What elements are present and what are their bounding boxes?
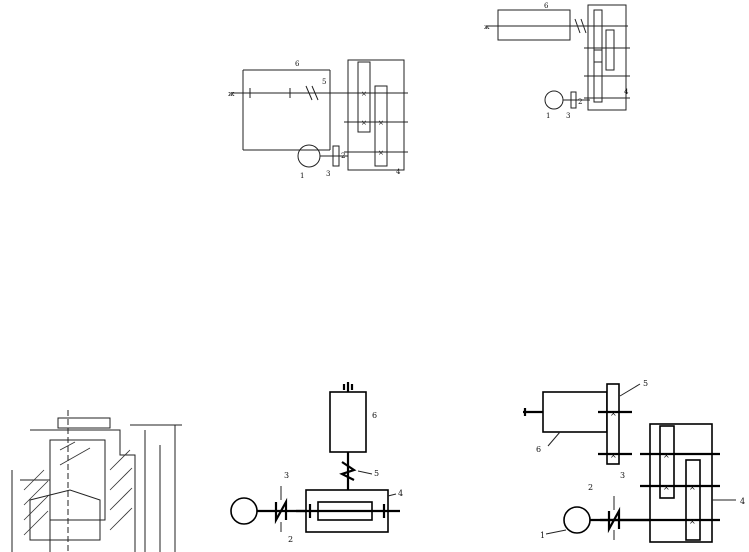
label-1: 1 — [300, 172, 304, 180]
gear-large-2 — [374, 85, 388, 167]
label-6: 6 — [372, 411, 377, 420]
housing-outline — [30, 429, 136, 552]
coupling-gear-5 — [606, 383, 620, 465]
machine-frame — [497, 9, 571, 41]
brake-2 — [607, 506, 621, 534]
top-bolt — [57, 417, 111, 429]
gear-1 — [593, 9, 603, 63]
gear-2 — [605, 29, 615, 71]
left-wall — [20, 479, 51, 552]
label-4: 4 — [740, 497, 745, 506]
label-4: 4 — [396, 168, 401, 176]
label-2: 2 — [578, 98, 582, 106]
gear-b — [685, 459, 701, 541]
label-4: 4 — [398, 489, 403, 498]
svg-text:×: × — [689, 483, 696, 492]
bevel-gear — [29, 489, 101, 541]
brake-2 — [332, 145, 340, 167]
svg-text:×: × — [378, 149, 384, 157]
svg-text:×: × — [610, 451, 617, 460]
gearbox-housing — [587, 4, 627, 111]
coupling-5 — [339, 461, 357, 481]
brake-2 — [274, 497, 288, 525]
label-2: 2 — [341, 152, 345, 160]
label-6: 6 — [295, 60, 300, 68]
cross-section-drawing — [11, 410, 182, 552]
svg-text:×: × — [689, 517, 696, 526]
gearbox-housing — [347, 59, 405, 171]
svg-text:ж: ж — [484, 24, 490, 31]
svg-text:×: × — [361, 119, 367, 127]
label-3: 3 — [566, 112, 570, 120]
label-4: 4 — [624, 88, 629, 96]
label-3: 3 — [620, 471, 625, 480]
label-1: 1 — [546, 112, 550, 120]
motor-1 — [563, 506, 591, 534]
motor-1 — [297, 144, 321, 168]
label-2: 2 — [288, 535, 293, 544]
svg-text:×: × — [361, 90, 367, 98]
machine-6 — [329, 391, 367, 453]
machine-frame — [242, 69, 331, 151]
machine-6 — [542, 391, 608, 433]
svg-text:ж: ж — [228, 90, 235, 98]
label-3: 3 — [284, 471, 289, 480]
motor-1 — [544, 90, 564, 110]
gear-large-1 — [357, 61, 371, 133]
brake-2 — [570, 91, 577, 109]
label-3: 3 — [326, 170, 330, 178]
label-1: 1 — [540, 531, 545, 540]
label-5: 5 — [643, 379, 648, 388]
label-6: 6 — [544, 2, 549, 10]
motor — [230, 497, 258, 525]
label-2: 2 — [588, 483, 593, 492]
coupling-5 — [305, 85, 319, 101]
gear-a — [659, 425, 675, 499]
label-5: 5 — [322, 78, 326, 86]
inner-bore — [49, 439, 106, 521]
coupling — [574, 18, 587, 34]
label-6: 6 — [536, 445, 541, 454]
svg-text:×: × — [663, 451, 670, 460]
schematic-bottom-right: 6 × × 5 × × × × 4 1 2 3 — [523, 379, 745, 543]
schematic-top-middle: ж 6 5 × × × × 1 2 3 4 — [228, 59, 408, 180]
svg-text:×: × — [610, 409, 617, 418]
schematic-bottom-middle: 6 5 4 3 2 — [230, 382, 403, 544]
label-5: 5 — [374, 469, 379, 478]
schematic-top-right: ж 6 1 2 3 4 — [484, 2, 630, 120]
svg-text:×: × — [663, 483, 670, 492]
svg-text:×: × — [378, 119, 384, 127]
